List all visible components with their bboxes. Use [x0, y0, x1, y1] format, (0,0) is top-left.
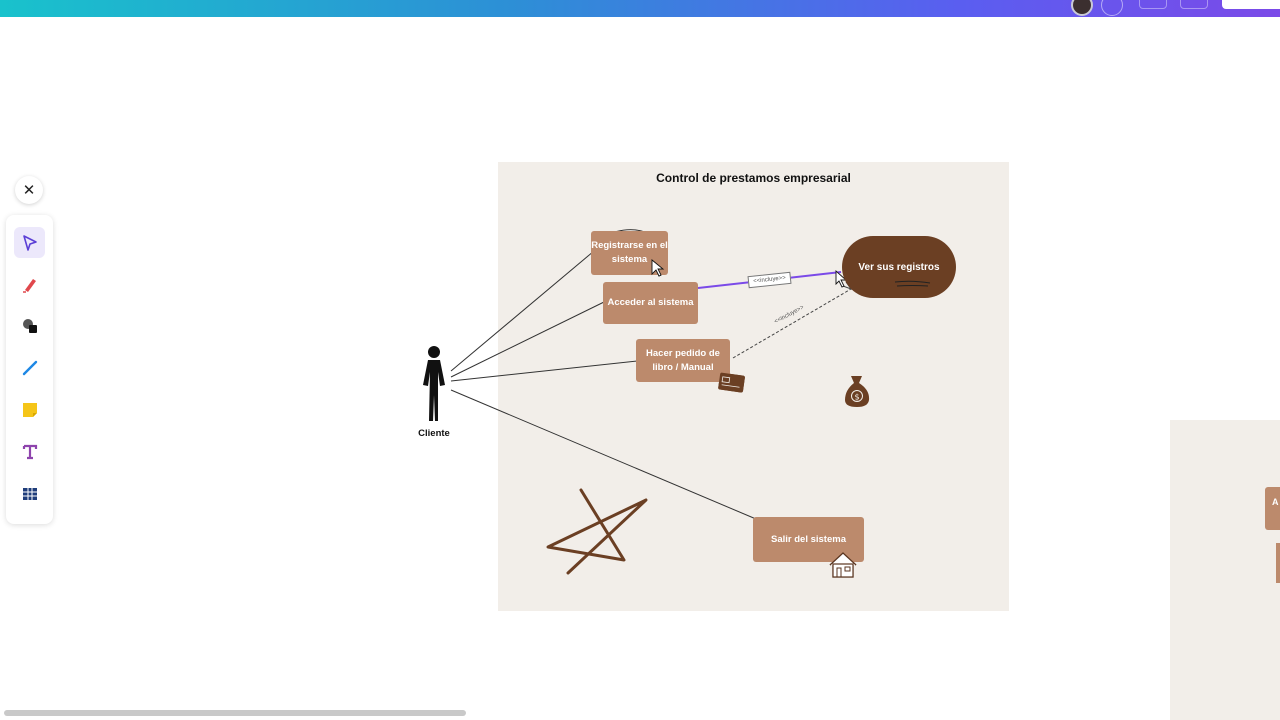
frame-title: Control de prestamos empresarial	[656, 171, 851, 185]
top-bar	[0, 0, 1280, 17]
star-sketch	[546, 488, 648, 575]
table-icon[interactable]	[14, 478, 45, 509]
adjacent-use-case[interactable]: A	[1265, 487, 1280, 530]
drawing-toolbar	[6, 215, 53, 524]
use-case-salir[interactable]: Salir del sistema	[753, 517, 864, 562]
money-bag-icon: $	[845, 376, 870, 407]
use-case-registrarse[interactable]: Registrarse en el sistema	[591, 231, 668, 275]
adjacent-use-case[interactable]	[1276, 543, 1280, 583]
actor-label: Cliente	[418, 428, 450, 439]
close-icon[interactable]: ✕	[15, 176, 43, 204]
text-icon[interactable]	[14, 436, 45, 467]
association-line	[450, 360, 638, 382]
shapes-icon[interactable]	[14, 310, 45, 341]
svg-text:$: $	[854, 393, 859, 402]
actor-icon	[423, 346, 445, 421]
use-case-acceder[interactable]: Acceder al sistema	[603, 282, 698, 324]
topbar-button[interactable]	[1139, 0, 1167, 9]
sticky-note-icon[interactable]	[14, 394, 45, 425]
select-arrow-icon[interactable]	[14, 227, 45, 258]
topbar-button[interactable]	[1180, 0, 1208, 9]
share-button[interactable]	[1222, 0, 1280, 9]
pen-icon[interactable]	[14, 269, 45, 300]
use-case-ver-registros[interactable]: Ver sus registros	[842, 236, 956, 298]
association-line	[450, 250, 595, 372]
include-line-dashed	[732, 288, 852, 359]
user-avatar[interactable]	[1071, 0, 1093, 16]
association-line	[450, 301, 605, 378]
collaborator-avatar[interactable]	[1101, 0, 1123, 16]
association-line	[450, 389, 757, 520]
use-case-hacer-pedido[interactable]: Hacer pedido de libro / Manual	[636, 339, 730, 382]
line-icon[interactable]	[14, 352, 45, 383]
horizontal-scrollbar[interactable]	[4, 710, 466, 716]
adjacent-frame[interactable]	[1170, 420, 1280, 720]
